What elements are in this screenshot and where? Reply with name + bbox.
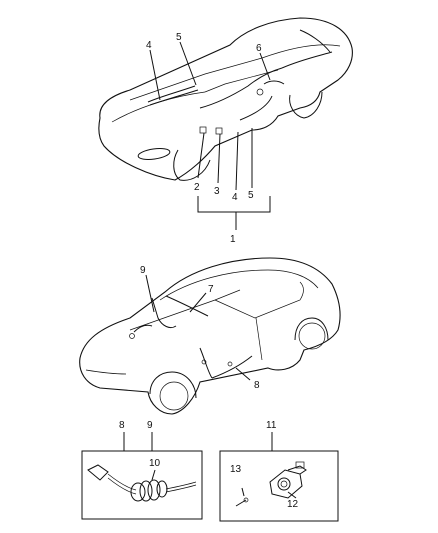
callout-5-lower: 5: [248, 190, 254, 201]
callout-8-middle: 8: [254, 380, 260, 391]
callout-6: 6: [256, 43, 262, 54]
callout-8-bottom: 8: [119, 420, 125, 431]
callout-10: 10: [149, 458, 161, 469]
callout-4-top: 4: [146, 40, 152, 51]
car-side-view-illustration: [79, 257, 341, 415]
callout-9-middle: 9: [140, 265, 146, 276]
callout-11: 11: [266, 420, 277, 431]
car-top-view-illustration: [98, 17, 353, 230]
callout-9-bottom: 9: [147, 420, 153, 431]
callout-2: 2: [194, 182, 200, 193]
callout-7: 7: [208, 284, 214, 295]
callout-5-top: 5: [176, 32, 182, 43]
callout-4-lower: 4: [232, 192, 238, 203]
callout-12: 12: [287, 499, 299, 510]
callout-3: 3: [214, 186, 220, 197]
detail-box-door-switch: [219, 432, 339, 522]
callout-13: 13: [230, 464, 242, 475]
detail-box-harness-grommet: [81, 432, 203, 520]
callout-1: 1: [230, 234, 236, 245]
